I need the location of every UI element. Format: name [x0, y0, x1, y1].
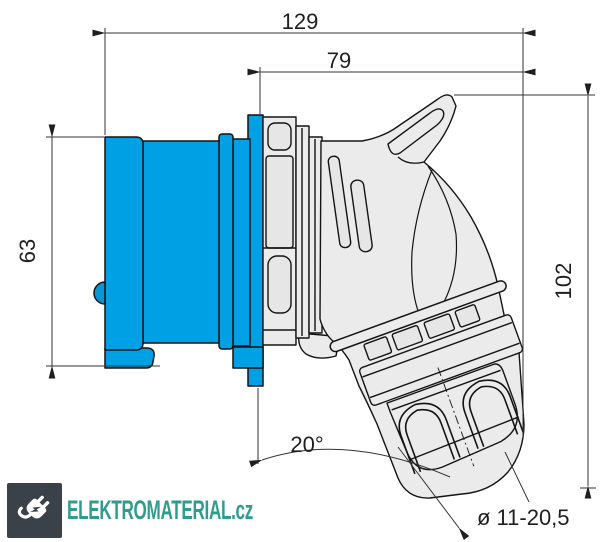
socket-foot-left: [104, 347, 155, 369]
plug-icon: [17, 495, 50, 519]
housing-crease-lines: [397, 156, 458, 317]
brand-text: ELEKTROMATERIAL.cz: [67, 495, 253, 525]
dimension-labels: 129 79 63 102 20° ø 11-20,5: [15, 9, 576, 530]
hook-clip-slot: [387, 108, 445, 156]
dim-label-height: 102: [551, 263, 576, 300]
gland-collar: [358, 314, 524, 406]
socket-side-bump: [93, 281, 106, 305]
dim-label-overall-length: 129: [282, 9, 319, 34]
cable-range-leader: [504, 451, 530, 503]
socket-locking-ring: [218, 133, 234, 350]
dim-label-cable-range: ø 11-20,5: [477, 505, 570, 530]
socket-cylinder: [142, 140, 220, 344]
gland-edge-extension: [397, 446, 470, 541]
dim-label-flange-size: 63: [15, 239, 40, 263]
dim-arc-20deg: [249, 448, 451, 478]
collar-lip-fill: [330, 281, 506, 351]
cable-gland: [386, 363, 518, 471]
strain-relief-claw-right: [462, 379, 524, 449]
socket-neck: [232, 138, 251, 347]
socket-foot-right: [232, 346, 264, 369]
socket-body-group: [93, 114, 264, 387]
gland-center-line: [437, 367, 475, 467]
plug-housing-group: [262, 94, 525, 499]
front-panel-details: [263, 122, 296, 331]
watermark-logo: ELEKTROMATERIAL.cz: [7, 483, 254, 538]
housing-groove-1: [327, 155, 352, 249]
dimension-lines: [46, 28, 596, 541]
housing-groove-2: [350, 179, 373, 253]
tilted-gland-section: [329, 280, 524, 475]
strain-relief-claws: [398, 379, 524, 475]
dim-label-angle: 20°: [290, 432, 323, 457]
strain-relief-claw-left: [398, 402, 461, 475]
collar-vent-slots: [363, 304, 481, 361]
socket-flange: [104, 136, 144, 351]
dim-label-housing-length: 79: [327, 48, 351, 73]
